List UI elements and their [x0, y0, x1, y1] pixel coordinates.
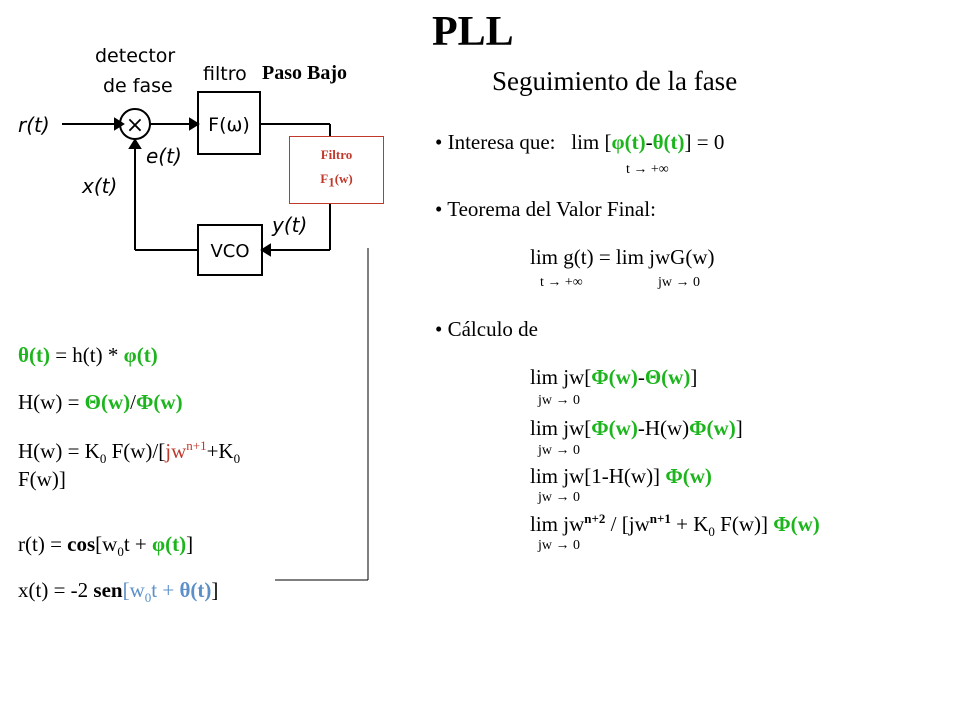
mixer-symbol: × — [126, 113, 144, 138]
eq-transfer-ratio: H(w) = Θ(w)/Φ(w) — [18, 390, 183, 414]
calc-line-3: lim jw[1-H(w)] Φ(w) — [530, 464, 712, 488]
mixer-to-filter-arrow — [189, 117, 200, 131]
eq-r-t: r(t) = cos[w0t + φ(t)] — [18, 532, 194, 560]
to-mixer-arrow — [128, 138, 142, 149]
vco-block-label: VCO — [210, 241, 249, 262]
calc-sub-4: jw → 0 — [538, 538, 580, 553]
calc-sub-2: jw → 0 — [538, 443, 580, 458]
y-t-label: y(t) — [271, 213, 307, 237]
pll-block-diagram: × detector de fase filtro F(ω) VCO r(t) … — [18, 45, 369, 581]
bullet-teorema: • Teorema del Valor Final: — [435, 197, 656, 221]
bullet-interesa-limit: t → +∞ — [626, 162, 669, 177]
filtro-box-line1: Filtro — [320, 147, 353, 162]
eq-theta-convolution: θ(t) = h(t) * φ(t) — [18, 343, 158, 367]
calc-sub-3: jw → 0 — [538, 490, 580, 505]
page-title: PLL — [432, 9, 514, 55]
page-subtitle: Seguimiento de la fase — [492, 66, 738, 96]
detector-label-2: de fase — [103, 75, 173, 97]
calc-line-4: lim jwn+2 / [jwn+1 + K0 F(w)] Φ(w) — [530, 511, 820, 540]
to-vco-arrow — [260, 243, 271, 257]
e-t-label: e(t) — [146, 144, 182, 168]
calc-line-1: lim jw[Φ(w)-Θ(w)] — [530, 365, 698, 389]
teorema-equation: lim g(t) = lim jwG(w) — [530, 245, 715, 269]
calc-line-2: lim jw[Φ(w)-H(w)Φ(w)] — [530, 416, 743, 440]
filtro-box-line2: F1(w) — [320, 171, 353, 190]
teorema-sub-1: t → +∞ — [540, 275, 583, 290]
teorema-sub-2: jw → 0 — [658, 275, 700, 290]
paso-bajo-label: Paso Bajo — [262, 62, 347, 84]
eq-x-t: x(t) = -2 sen[w0t + θ(t)] — [18, 578, 219, 606]
r-t-label: r(t) — [18, 113, 50, 137]
bullet-calculo: • Cálculo de — [435, 317, 538, 341]
detector-label-1: detector — [95, 45, 175, 67]
filtro-label: filtro — [203, 63, 247, 85]
bullet-interesa: • Interesa que: lim [φ(t)-θ(t)] = 0 — [435, 130, 725, 154]
x-t-label: x(t) — [81, 174, 117, 198]
filter-block-label: F(ω) — [208, 114, 250, 136]
calc-sub-1: jw → 0 — [538, 393, 580, 408]
filtro-f1-box: Filtro F1(w) — [289, 136, 384, 204]
